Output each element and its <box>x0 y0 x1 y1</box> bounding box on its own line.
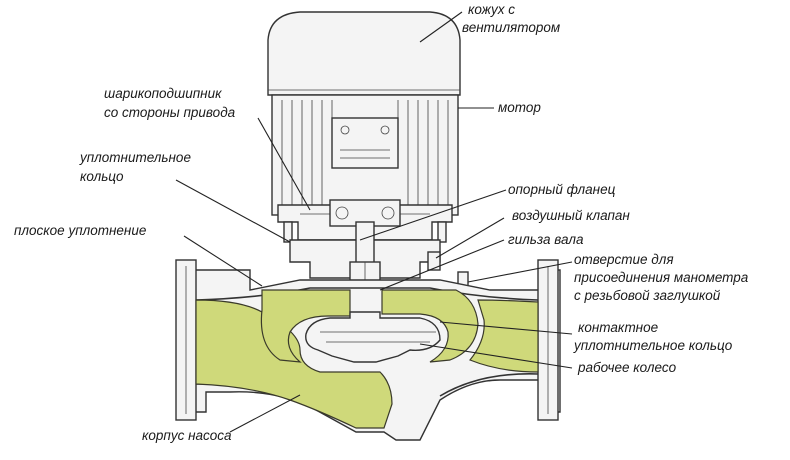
label-flat-seal: плоское уплотнение <box>14 223 146 238</box>
label-impeller: рабочее колесо <box>577 360 677 375</box>
label-support-flange: опорный фланец <box>508 182 616 197</box>
leader-lines <box>175 11 573 433</box>
terminal-box <box>331 117 399 169</box>
label-shaft-sleeve: гильза вала <box>508 232 584 247</box>
impeller-body <box>305 311 441 363</box>
volute-fluid-right <box>381 289 479 363</box>
labels: кожух с вентилятором мотор шарикоподшипн… <box>14 2 749 443</box>
label-air-valve: воздушный клапан <box>512 208 630 223</box>
label-pump-casing: корпус насоса <box>142 428 232 443</box>
motor-assembly <box>267 11 461 243</box>
label-gauge-port-line3: с резьбовой заглушкой <box>574 288 721 303</box>
label-bearing-line2: со стороны привода <box>104 105 236 120</box>
air-valve <box>427 251 441 271</box>
label-motor: мотор <box>498 100 541 115</box>
fluid-passages <box>195 289 539 429</box>
label-fan-cover-line2: вентилятором <box>462 20 560 35</box>
label-fan-cover-line1: кожух с <box>468 2 515 17</box>
label-seal-ring-line2: кольцо <box>80 169 124 184</box>
label-bearing-line1: шарикоподшипник <box>104 86 222 101</box>
label-gauge-port-line1: отверстие для <box>574 252 674 267</box>
volute-fluid <box>260 289 351 363</box>
label-contact-ring-line2: уплотнительное кольцо <box>573 338 733 353</box>
outlet-fluid <box>469 299 539 373</box>
label-gauge-port-line2: присоединения манометра <box>574 270 749 285</box>
label-seal-ring-line1: уплотнительное <box>79 150 191 165</box>
fan-cover <box>267 11 461 96</box>
label-contact-ring-line1: контактное <box>578 320 658 335</box>
